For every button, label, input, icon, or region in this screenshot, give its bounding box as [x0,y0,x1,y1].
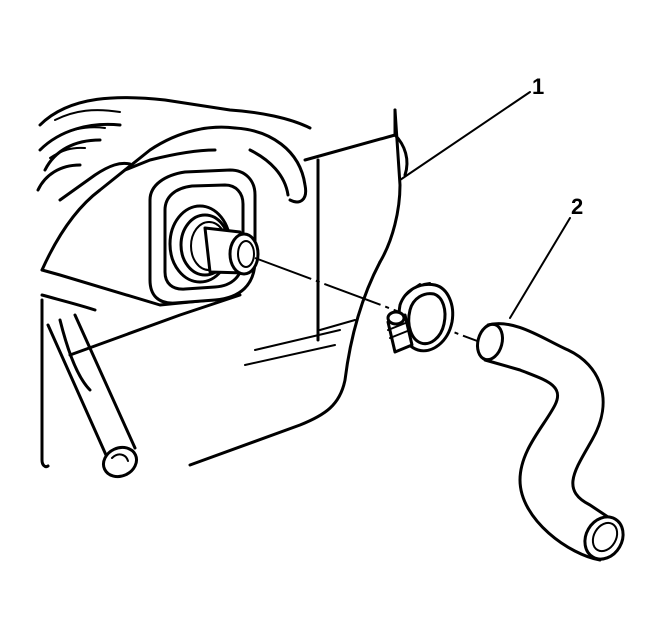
hose-component-2 [476,322,625,562]
callout-label-2: 2 [571,194,584,219]
hose-clamp [386,282,455,354]
leader-line-1 [399,91,531,181]
callout-label-1: 1 [532,74,545,99]
leader-line-2 [509,217,571,319]
housing-component-1 [36,96,409,479]
